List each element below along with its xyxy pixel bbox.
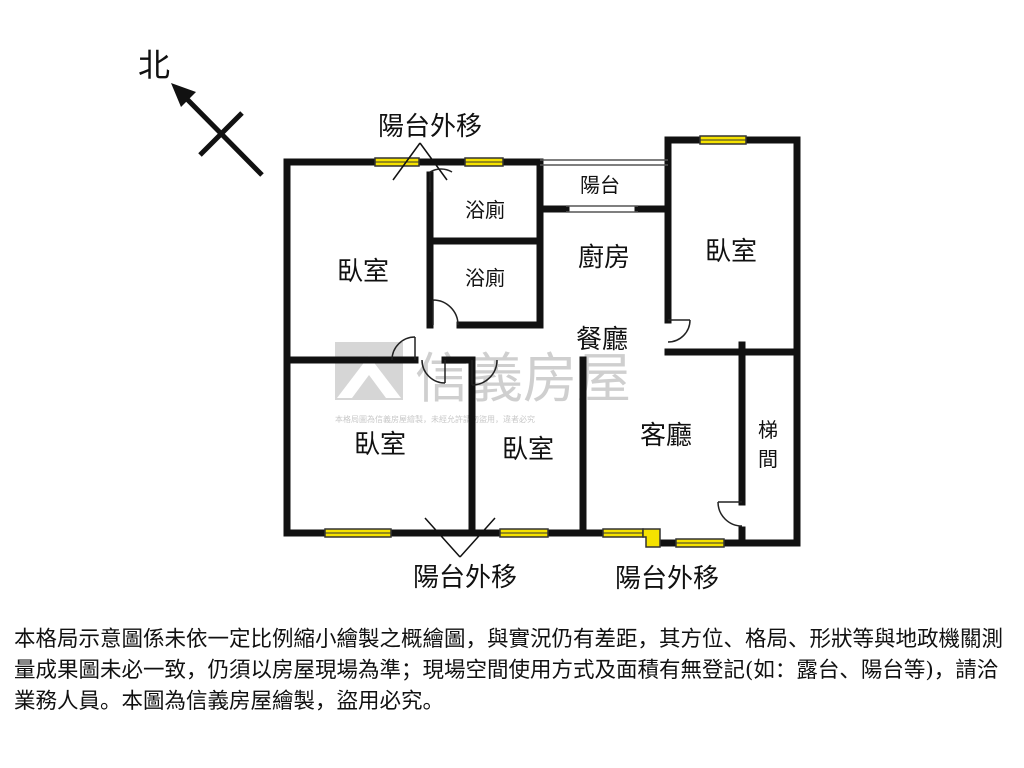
room-label-stair: 間 [758, 447, 778, 471]
room-label-balcony: 陽台 [580, 173, 620, 197]
door-icon [667, 319, 691, 343]
door-icon [421, 359, 446, 384]
callout-balcony-moved: 陽台外移 [615, 564, 719, 594]
north-compass-icon: 北 [138, 46, 264, 177]
watermark-notice: 本格局圖為信義房屋繪製，未經允許請勿盜用，違者必究 [335, 414, 535, 424]
windows [324, 135, 747, 548]
callout-balcony-moved: 陽台外移 [413, 563, 517, 593]
walls [283, 136, 801, 547]
window-mullions [325, 139, 746, 544]
callout-balcony-moved: 陽台外移 [378, 112, 482, 142]
room-label-bedroom: 臥室 [337, 257, 389, 287]
room-label-bedroom: 臥室 [502, 435, 554, 465]
room-label-living: 客廳 [640, 421, 692, 451]
door-icon [471, 359, 498, 386]
room-label-bathroom: 浴廁 [465, 266, 505, 290]
callout-markers [392, 142, 496, 558]
room-label-bedroom: 臥室 [705, 237, 757, 267]
room-label-kitchen: 廚房 [578, 243, 630, 273]
room-label-bathroom: 浴廁 [465, 198, 505, 222]
floor-plan: 信義房屋 本格局圖為信義房屋繪製，未經允許請勿盜用，違者必究 北 [138, 46, 801, 594]
watermark-logo-icon [335, 342, 403, 400]
door-icon [391, 336, 416, 361]
door-icon [432, 299, 459, 326]
room-label-stair: 梯 [758, 418, 778, 442]
room-label-dining: 餐廳 [576, 325, 628, 355]
window-icon [642, 528, 661, 548]
watermark-brand: 信義房屋 [415, 347, 631, 410]
door-icon [717, 501, 743, 527]
doors [391, 168, 743, 527]
north-label: 北 [138, 46, 170, 84]
disclaimer-text: 本格局示意圖係未依一定比例縮小繪製之概繪圖，與實況仍有差距，其方位、格局、形狀等… [14, 627, 1004, 714]
room-label-bedroom: 臥室 [354, 430, 406, 460]
door-icon [429, 168, 453, 192]
balcony-rail [540, 159, 668, 213]
